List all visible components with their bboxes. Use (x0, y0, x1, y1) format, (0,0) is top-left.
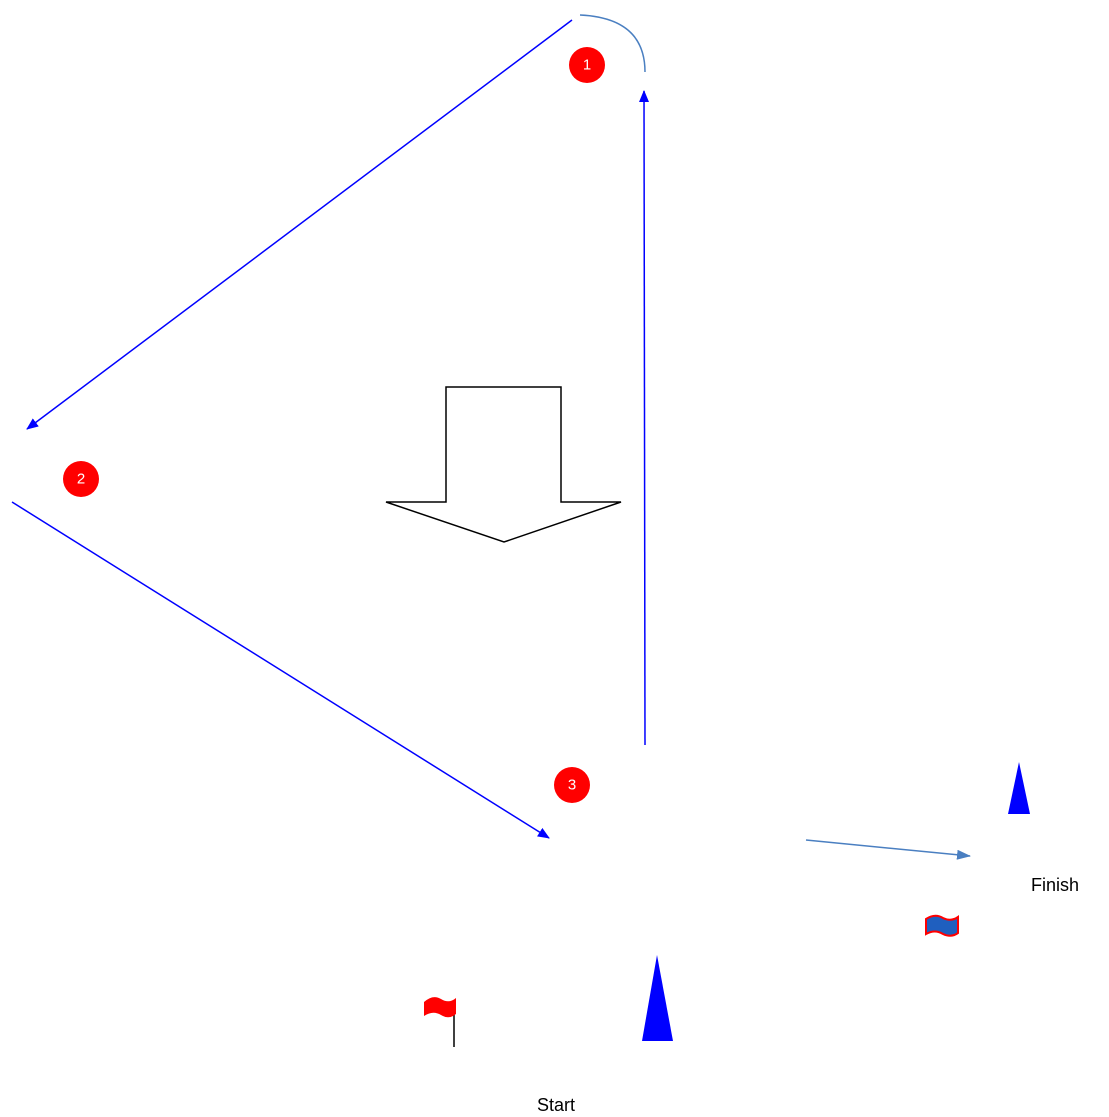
leg-1-to-2-arrow (26, 19, 573, 430)
mark-3-label: 3 (568, 777, 576, 794)
mark-2: 2 (63, 461, 99, 497)
leg-2-to-3-arrow (11, 501, 550, 839)
mark-2-label: 2 (77, 471, 85, 488)
mark-1-label: 1 (583, 57, 591, 74)
start-label: Start (537, 1095, 575, 1115)
wind-direction-arrow-icon (385, 386, 622, 543)
mark-1: 1 (569, 47, 605, 83)
finish-label: Finish (1031, 875, 1079, 895)
start-flag-icon (424, 997, 456, 1047)
finish-buoy-icon (1008, 762, 1030, 814)
leg-3-to-1-arrow (639, 90, 650, 746)
finish-flag-icon (925, 914, 959, 937)
finish-leg-arrow (805, 839, 971, 860)
mark-1-rounding-arc (579, 14, 646, 73)
mark-3: 3 (554, 767, 590, 803)
start-buoy-icon (642, 955, 673, 1041)
